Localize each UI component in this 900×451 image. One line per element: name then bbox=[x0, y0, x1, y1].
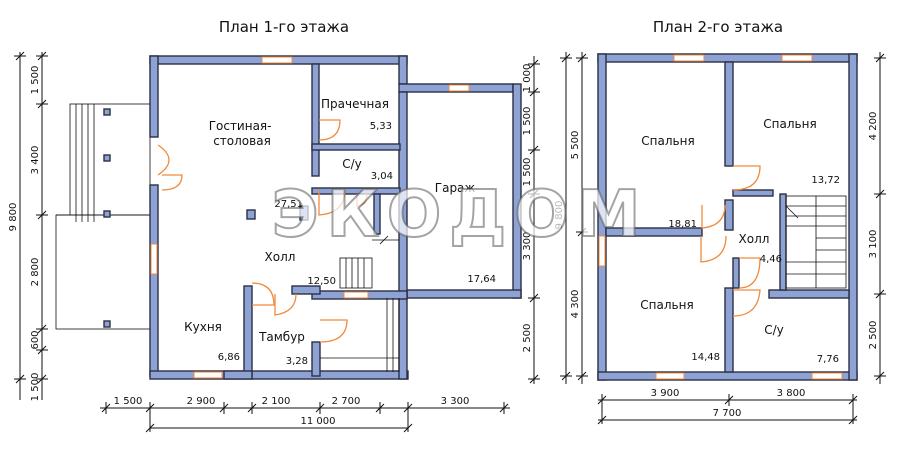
f1-dim-l2: 3 400 bbox=[30, 146, 41, 175]
f1-dim-l4: 600 bbox=[30, 330, 41, 349]
room-hall2-name: Холл bbox=[739, 232, 770, 246]
porch-terrace bbox=[55, 103, 151, 330]
floor2-title: План 2-го этажа bbox=[653, 18, 783, 36]
room-wc2-area: 7,76 bbox=[817, 354, 839, 365]
f1-dim-r1: 1 000 bbox=[522, 64, 533, 93]
room-vestibule-name: Тамбур bbox=[258, 330, 305, 344]
floor1-room-labels: Гостиная- столовая 27,51 Прачечная 5,33 … bbox=[184, 97, 496, 367]
f2-dim-r1: 4 200 bbox=[868, 112, 879, 141]
floor2-stairs bbox=[785, 195, 847, 289]
f2-dim-total: 7 700 bbox=[713, 408, 742, 419]
f1-dim-b3: 2 100 bbox=[262, 396, 291, 407]
f1-dim-l3: 2 800 bbox=[30, 258, 41, 287]
floor2-room-labels: Спальня 18,81 Спальня 13,72 Холл 4,46 Сп… bbox=[640, 117, 840, 365]
floor1-windows bbox=[150, 56, 470, 379]
floor2-windows bbox=[598, 54, 843, 380]
floor1-plan: Гостиная- столовая 27,51 Прачечная 5,33 … bbox=[8, 51, 540, 433]
f2-dim-l1: 5 500 bbox=[570, 131, 581, 160]
room-bedroom-ne-area: 13,72 bbox=[811, 175, 840, 186]
f2-dim-left-total: 9 800 bbox=[554, 201, 565, 230]
room-hall2-area: 4,46 bbox=[760, 254, 782, 265]
f2-dim-r2: 3 100 bbox=[868, 230, 879, 259]
room-bedroom-ne-name: Спальня bbox=[763, 117, 816, 131]
floor2-walls bbox=[597, 53, 858, 381]
room-living-name-line1: Гостиная- bbox=[209, 119, 272, 133]
room-garage-name: Гараж bbox=[435, 181, 476, 195]
f1-dim-l1: 1 500 bbox=[30, 66, 41, 95]
floor1-stairs bbox=[320, 235, 400, 372]
floor2-plan: Спальня 18,81 Спальня 13,72 Холл 4,46 Сп… bbox=[554, 52, 886, 425]
f1-dim-r3: 1 500 bbox=[522, 158, 533, 187]
floor2-doors bbox=[700, 165, 761, 317]
f1-dim-b5: 3 300 bbox=[441, 396, 470, 407]
room-hall1-area: 12,50 bbox=[307, 276, 336, 287]
room-laundry-name: Прачечная bbox=[321, 97, 389, 111]
room-vestibule-area: 3,28 bbox=[286, 356, 308, 367]
room-laundry-area: 5,33 bbox=[370, 121, 392, 132]
f2-dim-r3: 2 500 bbox=[868, 321, 879, 350]
room-bedroom-nw-area: 18,81 bbox=[668, 219, 697, 230]
room-garage-area: 17,64 bbox=[467, 274, 496, 285]
room-bedroom-sw-area: 14,48 bbox=[691, 352, 720, 363]
f1-dim-b4: 2 700 bbox=[332, 396, 361, 407]
f1-dim-total: 11 000 bbox=[301, 416, 336, 427]
room-bedroom-sw-name: Спальня bbox=[640, 298, 693, 312]
room-hall1-name: Холл bbox=[265, 250, 296, 264]
f1-dim-r4: 3 300 bbox=[522, 232, 533, 261]
f1-dim-b2: 2 900 bbox=[187, 396, 216, 407]
f2-dim-b2: 3 800 bbox=[777, 388, 806, 399]
room-kitchen-area: 6,86 bbox=[218, 352, 240, 363]
room-living-name: Гостиная- столовая bbox=[209, 119, 276, 148]
f1-dim-l5: 1 500 bbox=[30, 373, 41, 402]
floor1-title: План 1-го этажа bbox=[219, 18, 349, 36]
f1-dim-r5: 2 500 bbox=[522, 324, 533, 353]
f2-dim-b1: 3 900 bbox=[651, 388, 680, 399]
room-living-area: 27,51 bbox=[274, 199, 303, 210]
floor1-dims-bottom: 1 500 2 900 2 100 2 700 3 300 11 000 bbox=[100, 396, 510, 433]
room-wc2-name: С/у bbox=[764, 323, 784, 337]
f1-dim-r2: 1 500 bbox=[522, 107, 533, 136]
room-bedroom-nw-name: Спальня bbox=[641, 134, 694, 148]
watermark-logo: ЭКОДОМ bbox=[272, 178, 649, 252]
f1-dim-b1: 1 500 bbox=[114, 396, 143, 407]
room-wc1-name: С/у bbox=[342, 157, 362, 171]
f1-dim-left-total: 9 800 bbox=[8, 203, 19, 232]
room-kitchen-name: Кухня bbox=[184, 320, 222, 334]
floor1-doors bbox=[157, 119, 368, 343]
room-wc1-area: 3,04 bbox=[371, 171, 393, 182]
room-living-name-line2: столовая bbox=[213, 134, 271, 148]
floor2-dims-left: 9 800 5 500 4 300 bbox=[554, 52, 588, 384]
floor2-dims-bottom: 3 900 3 800 7 700 bbox=[597, 388, 858, 425]
f2-dim-l2: 4 300 bbox=[570, 290, 581, 319]
floor1-dims-left: 1 500 3 400 2 800 600 1 500 9 800 bbox=[8, 51, 48, 402]
floor1-dims-right: 1 000 1 500 1 500 3 300 2 500 bbox=[522, 56, 540, 384]
floor2-dims-right: 4 200 3 100 2 500 bbox=[868, 52, 886, 384]
